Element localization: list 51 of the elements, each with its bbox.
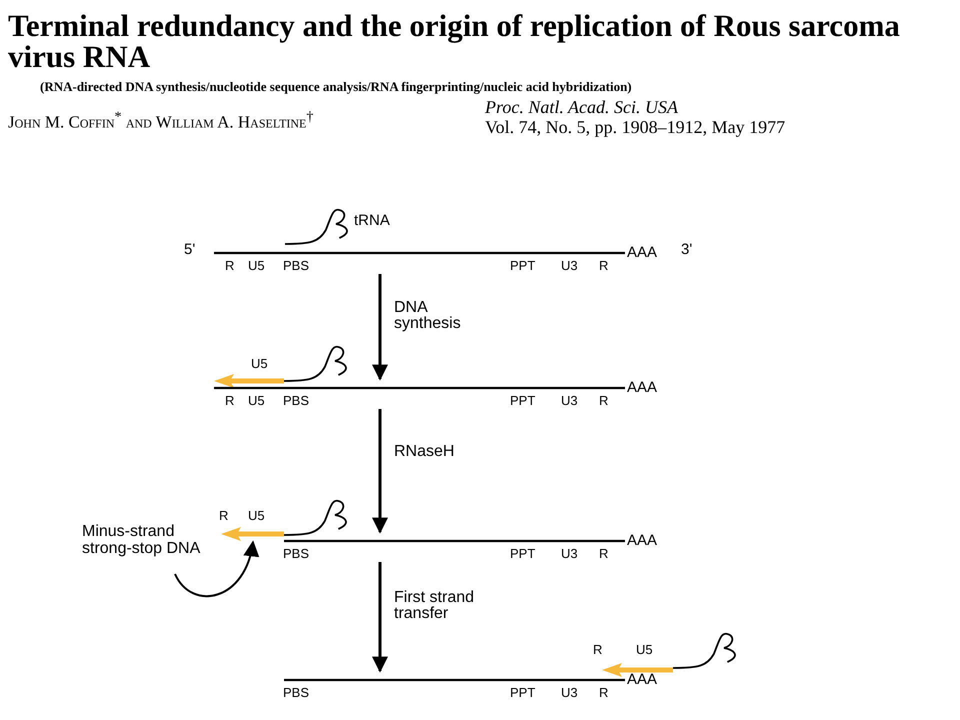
title: Terminal redundancy and the origin of replication of Rous sarcoma virus RNA: [8, 10, 901, 72]
end-label: AAA: [627, 380, 658, 396]
region-label: U5: [248, 394, 265, 408]
region-label: PBS: [283, 259, 310, 274]
dna-strand-arrow: [221, 527, 284, 541]
region-label: U3: [561, 394, 578, 408]
region-label: PPT: [510, 547, 536, 562]
region-label: U3: [561, 259, 578, 274]
dna-strand-arrow: [214, 374, 284, 388]
region-label: R: [599, 686, 608, 700]
end-label: AAA: [627, 672, 658, 688]
rna-strand: [284, 678, 625, 682]
region-label: PPT: [510, 259, 536, 274]
region-label: R: [599, 259, 608, 274]
end-label: AAA: [627, 245, 658, 262]
trna-label: tRNA: [354, 213, 390, 230]
region-label: R: [599, 547, 608, 562]
region-label: PBS: [283, 686, 310, 700]
edge-label: First strand transfer: [394, 590, 476, 624]
region-label: R: [593, 643, 602, 658]
callout-label: Minus-strand strong-stop DNA: [82, 524, 202, 558]
end-label: 5': [184, 242, 196, 258]
region-label: U5: [636, 643, 653, 658]
leader-arrow: [174, 540, 258, 598]
region-label: R: [225, 259, 234, 274]
author-line: John M. Coffin$^{*}$ and William A. Haseltine$^{†}$: [8, 110, 314, 132]
region-label: U5: [251, 357, 268, 372]
region-label: PPT: [510, 394, 536, 408]
edge-label: RNaseH: [394, 444, 456, 460]
region-label: U3: [561, 547, 578, 562]
rna-strand: [214, 386, 625, 390]
region-label: R: [219, 509, 228, 524]
edge-label: DNA synthesis: [394, 300, 462, 334]
region-label: PBS: [283, 547, 310, 562]
subtitle: (RNA-directed DNA synthesis/nucleotide sequence analysis/RNA fingerprinting/nucleic acid hybridization): [40, 80, 632, 94]
end-label: AAA: [627, 533, 658, 550]
region-label: PPT: [510, 686, 536, 700]
rna-strand: [214, 252, 625, 254]
citation: Vol. 74, No. 5, pp. 1908–1912, May 1977: [485, 118, 786, 138]
region-label: U5: [248, 259, 265, 274]
region-label: R: [225, 394, 234, 408]
step-arrow: [372, 274, 388, 381]
region-label: R: [599, 394, 608, 408]
step-arrow: [372, 409, 388, 534]
region-label: PBS: [283, 394, 310, 408]
journal-name: Proc. Natl. Acad. Sci. USA: [485, 98, 678, 118]
region-label: U5: [248, 509, 265, 524]
region-label: U3: [561, 686, 578, 700]
end-label: 3': [681, 242, 692, 258]
rna-strand: [284, 540, 625, 542]
step-arrow: [372, 562, 388, 673]
